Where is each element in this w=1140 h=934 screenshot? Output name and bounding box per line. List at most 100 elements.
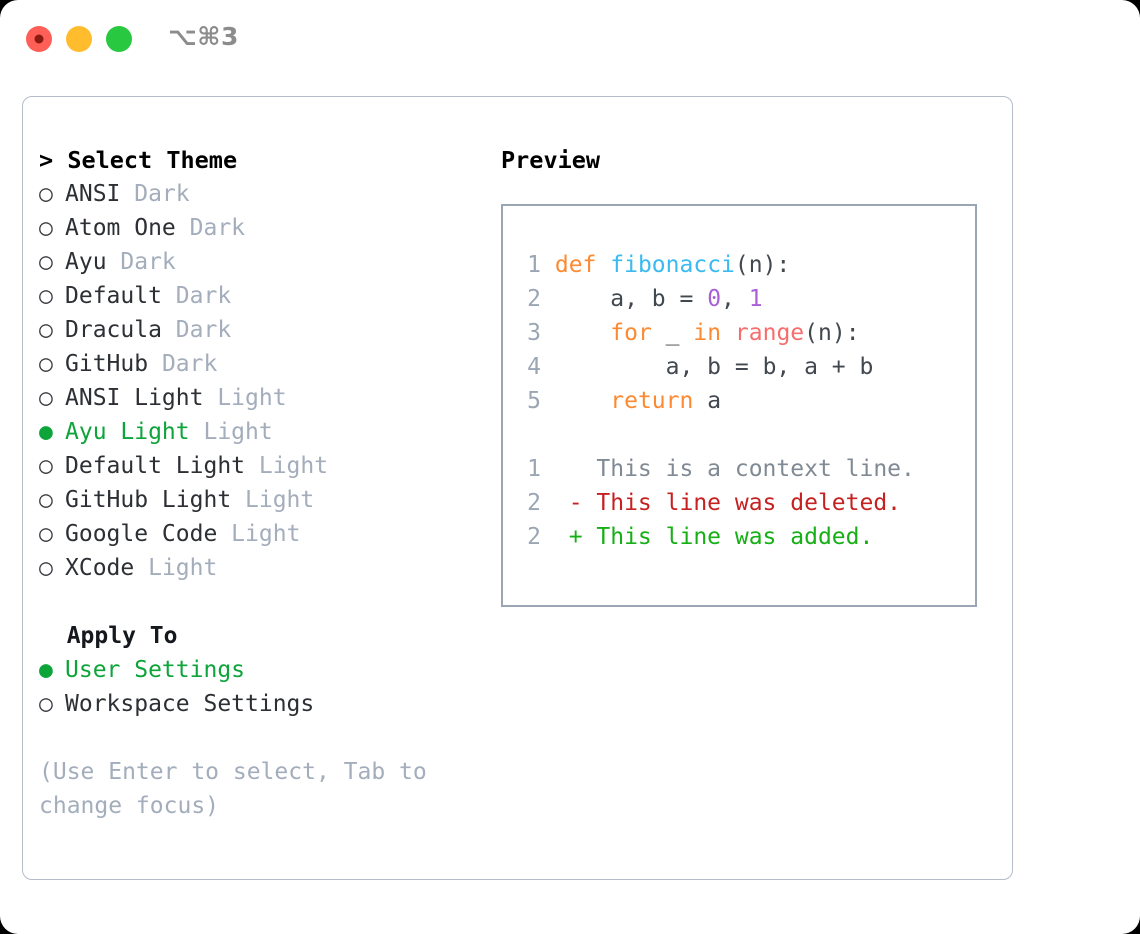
theme-option-xcode[interactable]: ○ XCode Light (39, 551, 469, 585)
code-line-number: 4 (527, 354, 541, 380)
code-token-bi: range (734, 320, 805, 346)
code-token-num: 1 (748, 286, 763, 312)
close-window-button[interactable] (26, 26, 52, 52)
theme-variant-badge: Dark (106, 249, 176, 275)
theme-option-label: ANSI (65, 181, 121, 207)
theme-option-label: GitHub (65, 351, 149, 377)
code-line: 5 return a (515, 384, 969, 418)
hint-spacer (39, 721, 469, 755)
code-token-pl (555, 320, 610, 346)
theme-option-label: Google Code (65, 521, 218, 547)
select-theme-heading-label: Select Theme (67, 146, 238, 174)
theme-option-ansi-light[interactable]: ○ANSI Light Light (39, 381, 469, 415)
theme-option-list: ○ ANSI Dark ○ Atom One Dark ○ Ayu Dark ○ Defaul… (39, 177, 469, 585)
radio-unselected-icon: ○ (39, 385, 53, 411)
code-token-pl (721, 320, 735, 346)
code-token-kw: def (554, 252, 597, 278)
radio-unselected-icon: ○ (39, 317, 53, 343)
theme-variant-badge: Light (231, 487, 315, 513)
theme-option-label: Default (65, 283, 162, 309)
theme-option-atom-one[interactable]: ○ Atom One Dark (39, 211, 469, 245)
theme-option-label: Ayu (65, 249, 107, 275)
theme-variant-badge: Dark (120, 181, 190, 207)
theme-option-label: Default Light (65, 453, 246, 479)
diff-line-del: 2 - This line was deleted. (515, 486, 969, 520)
code-line-number: 5 (527, 388, 541, 414)
radio-unselected-icon: ○ (39, 283, 53, 309)
code-token-pl (596, 252, 610, 278)
theme-option-dracula[interactable]: ○ Dracula Dark (39, 313, 469, 347)
minimize-window-button[interactable] (66, 26, 92, 52)
code-line-number: 1 (527, 252, 541, 278)
code-token-pl: , (721, 286, 749, 312)
theme-variant-badge: Dark (161, 317, 232, 343)
theme-option-ansi[interactable]: ○ ANSI Dark (39, 177, 469, 211)
theme-option-label: Dracula (65, 317, 162, 343)
theme-option-ayu-light[interactable]: ●Ayu Light Light (39, 415, 469, 449)
radio-selected-icon: ● (39, 419, 53, 445)
keyboard-hint-text: (Use Enter to select, Tab to change focu… (39, 759, 427, 819)
code-token-pl: (n): (804, 320, 860, 346)
code-line: 3 for _ in range(n): (515, 316, 969, 350)
diff-line-number: 1 (527, 456, 541, 482)
diff-line-text: - This line was deleted. (541, 490, 902, 516)
theme-option-label: GitHub Light (65, 487, 232, 513)
radio-unselected-icon: ○ (39, 453, 53, 479)
theme-option-google-code[interactable]: ○ Google Code Light (39, 517, 469, 551)
apply-to-option-workspace-settings[interactable]: ○Workspace Settings (39, 687, 469, 721)
theme-variant-badge: Light (134, 555, 218, 581)
code-line-number: 2 (527, 286, 541, 312)
theme-option-label: Atom One (65, 215, 176, 241)
theme-option-label: XCode (65, 555, 135, 581)
apply-to-option-label: User Settings (65, 657, 246, 683)
close-icon (34, 34, 44, 44)
diff-line-text: + This line was added. (541, 524, 874, 550)
radio-selected-icon: ● (39, 657, 53, 683)
theme-variant-badge: Dark (148, 351, 218, 377)
apply-to-option-user-settings[interactable]: ● User Settings (39, 653, 469, 687)
theme-selector-panel: > Select Theme ○ANSI Dark○Atom One Dark○… (22, 96, 1013, 880)
code-token-pl: _ (651, 320, 694, 346)
theme-option-default[interactable]: ○ Default Dark (39, 279, 469, 313)
radio-unselected-icon: ○ (39, 555, 53, 581)
maximize-window-button[interactable] (106, 26, 132, 52)
code-token-num: 0 (707, 286, 722, 312)
list-spacer (39, 585, 469, 619)
apply-to-option-list: ● User Settings ○Workspace Settings (39, 653, 469, 721)
code-line: 2 a, b = 0, 1 (515, 282, 969, 316)
theme-list-column: > Select Theme ○ANSI Dark○Atom One Dark○… (39, 143, 469, 823)
title-bar: ⌥⌘3 (0, 0, 1140, 78)
diff-line-add: 2 + This line was added. (515, 520, 969, 554)
theme-option-github-light[interactable]: ○GitHub Light Light (39, 483, 469, 517)
radio-unselected-icon: ○ (39, 215, 53, 241)
theme-option-default-light[interactable]: ○ Default Light Light (39, 449, 469, 483)
code-line: 4 a, b = b, a + b (515, 350, 969, 384)
code-token-pl: a (693, 388, 722, 414)
theme-variant-badge: Light (217, 521, 301, 547)
apply-to-option-label: Workspace Settings (65, 691, 315, 717)
radio-unselected-icon: ○ (39, 521, 53, 547)
prompt-marker-icon: > (39, 146, 54, 174)
diff-line-number: 2 (527, 490, 541, 516)
select-theme-heading: > Select Theme (39, 143, 469, 177)
radio-unselected-icon: ○ (39, 249, 53, 275)
theme-option-github[interactable]: ○GitHub Dark (39, 347, 469, 381)
code-token-pl: a, b = (554, 286, 708, 312)
preview-column: Preview 1 def fibonacci(n):2 a, b = 0, 1… (501, 143, 1001, 607)
code-token-kw: for (610, 320, 652, 346)
preview-title: Preview (501, 146, 601, 174)
diff-line-number: 2 (527, 524, 541, 550)
code-diff-spacer (515, 418, 969, 452)
diff-block: 1 This is a context line.2 - This line w… (515, 452, 969, 554)
code-token-kw: in (693, 320, 722, 346)
code-token-pl (555, 388, 610, 414)
radio-unselected-icon: ○ (39, 181, 53, 207)
theme-variant-badge: Light (189, 419, 273, 445)
theme-variant-badge: Light (245, 453, 329, 479)
theme-variant-badge: Dark (175, 215, 246, 241)
theme-variant-badge: Dark (161, 283, 232, 309)
theme-option-ayu[interactable]: ○ Ayu Dark (39, 245, 469, 279)
